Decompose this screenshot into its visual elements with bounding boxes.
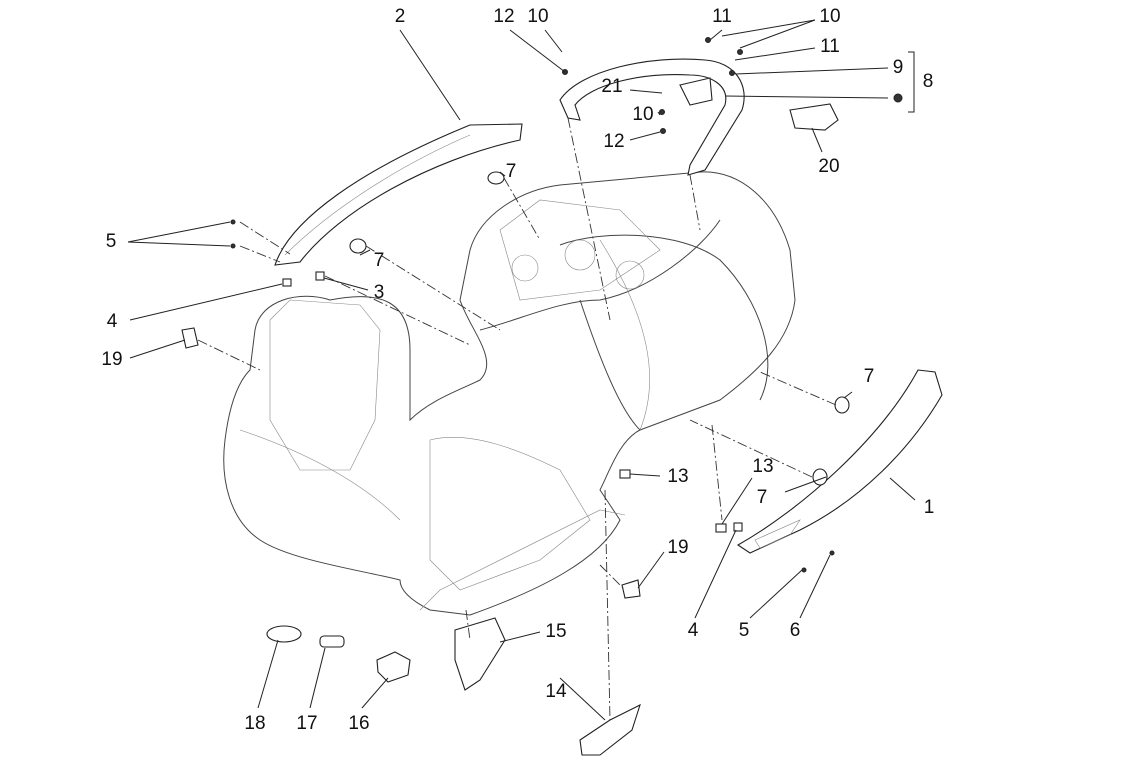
callout-9: 9 — [893, 57, 904, 78]
rear-cap-part-20 — [789, 103, 839, 131]
callout-21: 21 — [601, 76, 622, 97]
small-parts — [181, 37, 903, 756]
leader-lines — [127, 19, 916, 721]
callout-13: 13 — [752, 456, 773, 477]
callout-10: 10 — [819, 6, 840, 27]
clip-4 — [282, 278, 292, 287]
callout-11: 11 — [820, 36, 840, 57]
clip-13a — [619, 469, 631, 479]
left-side-rail-part-2 — [274, 123, 523, 266]
pad-17 — [319, 635, 345, 648]
callout-19: 19 — [667, 537, 688, 558]
callout-19: 19 — [101, 349, 122, 370]
callout-15: 15 — [545, 621, 566, 642]
plug-18 — [266, 625, 302, 643]
right-side-rail-part-1 — [736, 369, 943, 554]
cap-16 — [376, 651, 411, 683]
callout-1: 1 — [924, 497, 935, 518]
grommet-7b — [349, 238, 367, 254]
callout-18: 18 — [244, 713, 265, 734]
callout-13: 13 — [667, 466, 688, 487]
callout-16: 16 — [348, 713, 369, 734]
rear-grab-handle-part-8 — [559, 58, 745, 176]
callout-6: 6 — [790, 620, 801, 641]
bracket-15 — [454, 617, 506, 691]
callout-7: 7 — [374, 250, 385, 271]
scooter-body-frame — [223, 171, 796, 616]
clip-19b — [621, 579, 641, 599]
callout-11: 11 — [712, 6, 732, 27]
callout-5: 5 — [106, 231, 117, 252]
grommet-7c — [834, 396, 850, 414]
callout-12: 12 — [493, 6, 514, 27]
clip-19a — [181, 327, 199, 349]
callout-labels: 2 12 10 11 10 11 9 8 21 10 12 20 7 5 7 3… — [101, 6, 934, 734]
clip-3 — [315, 271, 325, 281]
callout-7: 7 — [864, 366, 875, 387]
callout-5: 5 — [739, 620, 750, 641]
callout-14: 14 — [545, 681, 567, 702]
callout-8: 8 — [923, 71, 934, 92]
callout-3: 3 — [374, 282, 385, 303]
callout-10: 10 — [527, 6, 548, 27]
callout-4: 4 — [688, 620, 699, 641]
assembly-lines — [197, 117, 837, 721]
callout-12: 12 — [603, 131, 624, 152]
clip-13b — [715, 523, 727, 533]
callout-17: 17 — [296, 713, 317, 734]
callout-20: 20 — [818, 156, 839, 177]
callout-7: 7 — [506, 161, 517, 182]
callout-10: 10 — [632, 104, 653, 125]
callout-7: 7 — [757, 487, 768, 508]
callout-4: 4 — [107, 311, 118, 332]
callout-2: 2 — [395, 6, 406, 27]
clip-4b — [733, 522, 743, 532]
